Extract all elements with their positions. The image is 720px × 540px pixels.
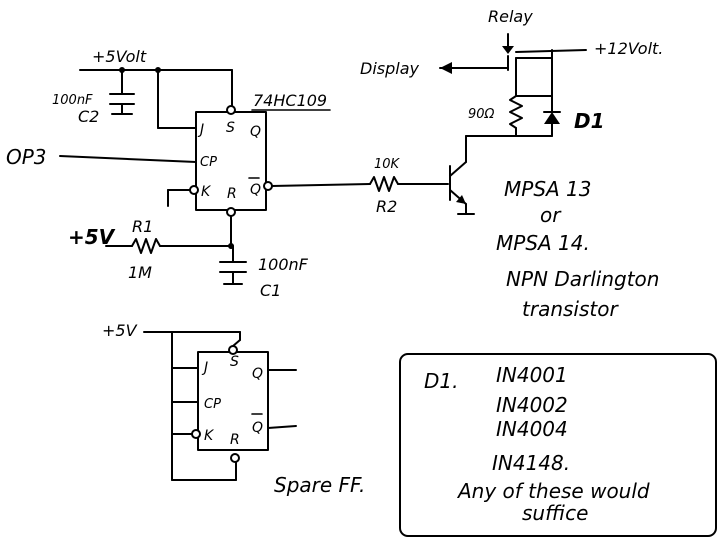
r1-value-label: 1M — [128, 263, 152, 282]
transistor-part-2: MPSA 14. — [496, 231, 590, 255]
r1-name-label: R1 — [132, 217, 153, 236]
relay-label: Relay — [488, 7, 533, 26]
reset-network: +5V R1 1M 100nF C1 — [68, 215, 309, 300]
spare-ff-label: Spare FF. — [274, 473, 365, 497]
c1-name-label: C1 — [260, 281, 281, 300]
note-item-3: IN4004 — [496, 417, 568, 441]
c1-value-label: 100nF — [258, 255, 309, 274]
note-line-1: Any of these would — [456, 479, 650, 503]
npn-darlington-transistor — [449, 141, 475, 215]
op3-input: OP3 — [6, 145, 197, 169]
diode-d1: D1 — [543, 103, 605, 137]
transistor-desc-2: transistor — [522, 297, 619, 321]
plus12volt-label: +12Volt. — [594, 39, 663, 58]
r2-value-label: 10K — [374, 157, 401, 172]
plus5volt-top-label: +5Volt — [92, 47, 147, 66]
pin-j-label: J — [197, 122, 204, 138]
diode-note-box: D1. IN4001 IN4002 IN4004 IN4148. Any of … — [399, 353, 717, 537]
pin-r-label: R — [227, 186, 237, 202]
spare-pin-j: J — [201, 360, 208, 376]
d1-label: D1 — [574, 109, 605, 133]
spare-pin-q: Q — [252, 366, 263, 382]
transistor-or: or — [540, 203, 562, 227]
spare-pin-cp: CP — [204, 397, 221, 412]
reset-inversion-bubble — [226, 207, 236, 217]
resistor-r2 — [369, 176, 399, 192]
set-inversion-bubble — [226, 105, 236, 115]
k-ground — [167, 189, 191, 207]
base-drive: 10K R2 — [271, 157, 449, 216]
pin-qbar-label: Q — [250, 182, 261, 198]
spare-flip-flop: J S Q CP K R Q — [191, 345, 297, 463]
r2-name-label: R2 — [376, 197, 397, 216]
spare-pin-s: S — [230, 354, 239, 370]
capacitor-c2: 100nF C2 — [52, 69, 135, 126]
k-inversion-bubble — [189, 185, 199, 195]
transistor-notes: MPSA 13 or MPSA 14. NPN Darlington trans… — [496, 177, 659, 321]
note-item-4: IN4148. — [492, 451, 570, 475]
display-label: Display — [360, 59, 420, 78]
ic-name-label: 74HC109 — [253, 91, 327, 110]
op3-label: OP3 — [6, 145, 47, 169]
plus5v-top-rail: +5Volt — [79, 47, 233, 129]
relay-coil — [509, 95, 523, 129]
pin-q-label: Q — [250, 124, 261, 140]
note-item-1: IN4001 — [496, 363, 568, 387]
pin-s-label: S — [226, 120, 235, 136]
note-item-2: IN4002 — [496, 393, 568, 417]
spare-pin-r: R — [230, 432, 240, 448]
transistor-desc-1: NPN Darlington — [506, 267, 659, 291]
relay-coil-label: 90Ω — [468, 107, 495, 122]
qbar-output-bubble — [263, 181, 273, 191]
c2-value-label: 100nF — [52, 93, 93, 108]
c2-name-label: C2 — [78, 107, 99, 126]
transistor-part-1: MPSA 13 — [504, 177, 592, 201]
spare-ff-ties: +5V Spare FF. — [102, 321, 365, 497]
plus5v-spare-label: +5V — [102, 321, 138, 340]
pin-cp-label: CP — [200, 155, 217, 170]
note-line-2: suffice — [522, 501, 588, 525]
pin-k-label: K — [201, 184, 212, 200]
resistor-r1 — [131, 238, 161, 254]
spare-pin-qbar: Q — [252, 420, 263, 436]
relay: Relay Display +12Volt. 90Ω — [360, 7, 663, 143]
spare-pin-k: K — [204, 428, 215, 444]
flip-flop-74hc109: J S Q CP K R Q 74HC109 — [189, 91, 331, 217]
note-title: D1. — [424, 369, 458, 393]
